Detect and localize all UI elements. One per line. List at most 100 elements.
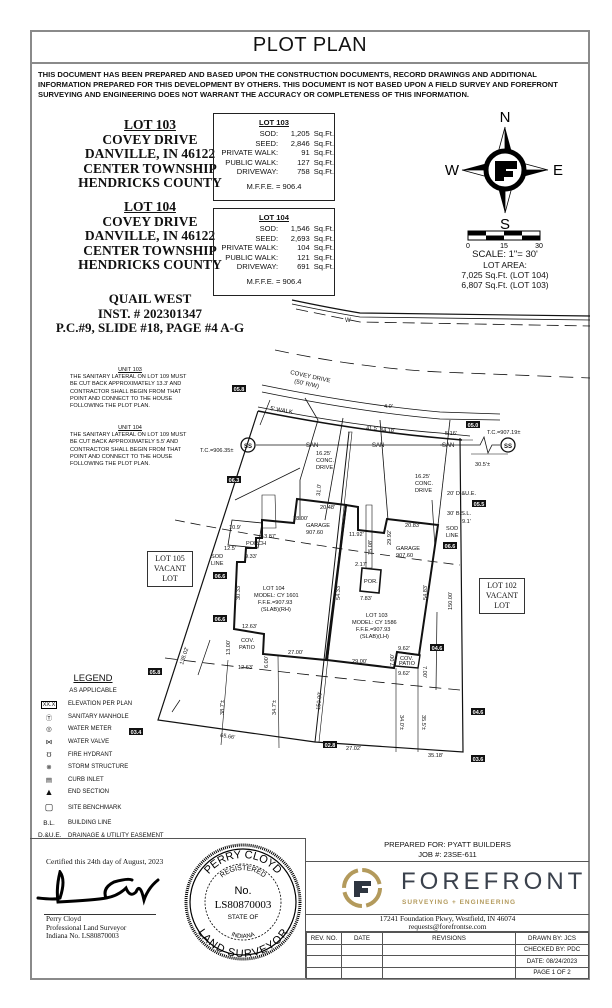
sod-line-label: LINE [211, 561, 224, 567]
porch-lot-103 [359, 567, 382, 594]
surveyor-info: Perry Cloyd Professional Land Surveyor I… [46, 915, 126, 941]
plat-reference: P.C.#9, SLIDE #18, PAGE #4 A-G [55, 320, 245, 335]
svg-text:06.6: 06.6 [215, 617, 226, 623]
dim: 20.83' [405, 523, 420, 529]
prepared-for: PREPARED FOR: PYATT BUILDERS JOB #: 23SE… [306, 838, 589, 862]
dim: 150.00' [448, 592, 454, 610]
dim: 6.00' [264, 656, 270, 668]
lot-area-title: LOT AREA: [483, 260, 527, 270]
address-lot-104: LOT 104 COVEY DRIVE DANVILLE, IN 46122 C… [40, 199, 260, 273]
dim: 30.33' [236, 585, 242, 600]
row-unit: Sq.Ft. [313, 157, 334, 167]
township: CENTER TOWNSHIP [83, 160, 217, 176]
table-row: REV. NO. DATE REVISIONS DRAWN BY: JCS [306, 932, 589, 945]
drive-label: 16.25' [415, 474, 430, 480]
dim: 11.92' [349, 532, 364, 538]
row-label: SEED: [255, 138, 279, 148]
scale-info: SCALE: 1"= 30' LOT AREA: 7,025 Sq.Ft. (L… [455, 250, 555, 291]
dim: 65.66' [220, 733, 236, 741]
elevation-tag: 05.5 [472, 500, 486, 508]
scale-tick: 0 [466, 243, 470, 250]
row-unit: Sq.Ft. [313, 148, 334, 157]
row-label: DRIVEWAY: [236, 167, 279, 176]
row-label: SOD: [259, 224, 279, 233]
dim: 54.83' [423, 585, 429, 600]
dim: 27.02' [346, 746, 361, 752]
legend-item: D.&U.E.DRAINAGE & UTILITY EASEMENT [38, 829, 178, 842]
porch-label: POR. [364, 579, 378, 585]
svg-text:03.4: 03.4 [131, 730, 143, 736]
table-title: LOT 104 [259, 213, 289, 222]
row-label: PUBLIC WALK: [225, 157, 279, 167]
dim: 41.5' [366, 426, 378, 432]
dim: 54.33' [336, 585, 342, 600]
legend-label: SITE BENCHMARK [68, 804, 122, 811]
revisions-table: REV. NO. DATE REVISIONS DRAWN BY: JCS CH… [306, 932, 589, 979]
scale-bar: 0 15 30 [466, 230, 543, 250]
san-label: SAN [442, 443, 454, 449]
scale-tick: 15 [500, 243, 508, 250]
san-label: SAN [306, 443, 318, 449]
dim: 20.48' [320, 505, 335, 511]
company-logo: FOREFRONT SURVEYING + ENGINEERING [306, 862, 589, 915]
row-unit: Sq.Ft. [313, 233, 334, 243]
porch-label: PORCH [246, 541, 266, 547]
subdivision-name: QUAIL WEST [108, 291, 192, 306]
seal-registered: REGISTERED [219, 865, 267, 879]
row-value: 2,693 [290, 233, 310, 243]
driveway-edge [437, 419, 451, 526]
page-number: PAGE 1 OF 2 [515, 966, 589, 979]
elevation-tag: 04.6 [471, 708, 485, 716]
checked-by: CHECKED BY: PDC [515, 943, 589, 956]
note-title: UNIT 104 [118, 425, 142, 431]
water-label: W [345, 318, 351, 324]
sod-line-label: LINE [446, 533, 459, 539]
seal-number: LS80870003 [215, 899, 272, 911]
table-title: LOT 103 [259, 118, 289, 127]
legend-label: CURB INLET [68, 776, 104, 783]
lot-102-label: LOT 102 VACANT LOT [479, 578, 525, 614]
svg-text:04.6: 04.6 [473, 710, 484, 716]
dim: 9.1' [462, 519, 471, 525]
house-lot-104 [232, 497, 348, 662]
instrument-number: INST. # 202301347 [97, 305, 203, 321]
lot-number: LOT 104 [124, 199, 176, 214]
legend-label: WATER VALVE [68, 739, 110, 746]
dim: 2.17' [355, 562, 367, 568]
svg-text:06.6: 06.6 [445, 544, 456, 550]
legend-item: ▲END SECTION [38, 786, 178, 799]
drive-label: CONC. [415, 481, 433, 487]
company-tagline: SURVEYING + ENGINEERING [402, 899, 517, 906]
dim: 138.02' [179, 646, 190, 665]
ss-label: SS [504, 444, 512, 450]
top-of-casting-right: T.C.=907.19± [487, 430, 520, 436]
row-label: SOD: [259, 129, 279, 138]
dim: 13.00' [226, 640, 232, 655]
township: CENTER TOWNSHIP [83, 242, 217, 258]
column-header: DATE [341, 932, 383, 945]
lot-104-slab: (SLAB)(RH) [261, 607, 291, 613]
row-unit: Sq.Ft. [313, 129, 334, 138]
company-contact: 17241 Foundation Pkwy, Westfield, IN 460… [306, 915, 589, 932]
legend-label: ELEVATION PER PLAN [68, 701, 133, 708]
certification-text: Certified this 24th day of August, 2023 [46, 857, 164, 866]
row-unit: Sq.Ft. [313, 138, 334, 148]
row-label: PUBLIC WALK: [225, 252, 279, 262]
dim: 9.33' [245, 554, 257, 560]
elevation-tag: 05.8 [232, 385, 246, 393]
walk-label: 5' WALK [270, 406, 294, 416]
row-unit: Sq.Ft. [313, 167, 334, 176]
svg-text:06.6: 06.6 [215, 574, 226, 580]
county: HENDRICKS COUNTY [78, 175, 222, 190]
elevation-tag: 03.4 [129, 728, 143, 736]
elevation-tag: 06.3 [227, 476, 241, 484]
svg-text:04.6: 04.6 [432, 646, 443, 652]
legend-item: ⋈WATER VALVE [38, 736, 178, 749]
garage-elevation: 907.60 [396, 553, 413, 559]
row-label: PRIVATE WALK: [221, 243, 279, 252]
compass-w: W [445, 162, 460, 179]
